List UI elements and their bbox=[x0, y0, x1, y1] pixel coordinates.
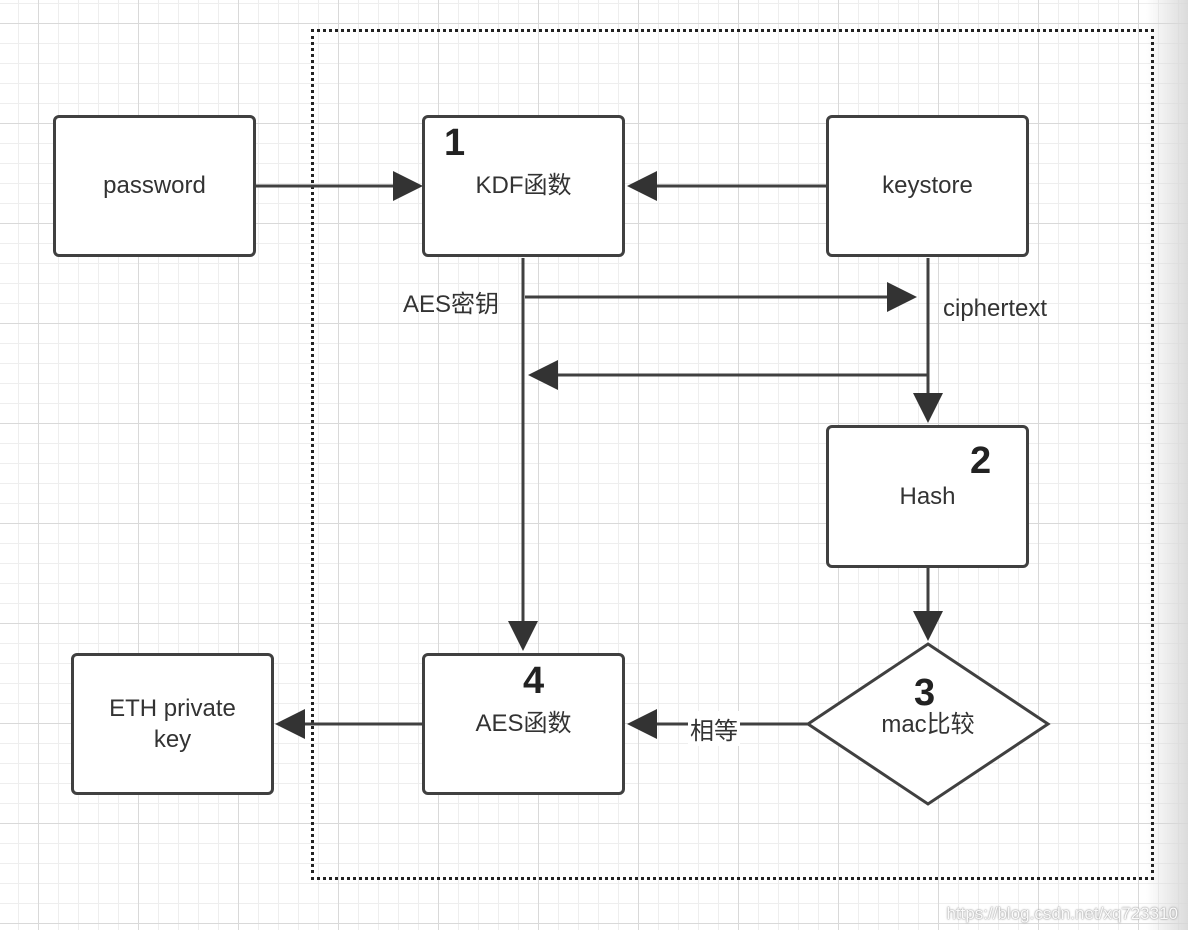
hash-label: Hash bbox=[899, 482, 956, 510]
keystore-label: keystore bbox=[882, 172, 973, 200]
step-number-1: 1 bbox=[444, 122, 466, 164]
step-number-4: 4 bbox=[523, 660, 545, 702]
eth-private-key-node[interactable]: ETH private key bbox=[71, 653, 274, 795]
aes-node[interactable]: AES函数 bbox=[422, 653, 625, 795]
step-number-3: 3 bbox=[914, 672, 936, 714]
watermark: https://blog.csdn.net/xq723310 bbox=[946, 904, 1178, 923]
password-node[interactable]: password bbox=[53, 115, 256, 257]
process-boundary bbox=[311, 29, 1154, 880]
hash-node[interactable]: Hash bbox=[826, 425, 1029, 568]
kdf-label: KDF函数 bbox=[475, 172, 572, 200]
aes-key-edge-label: AES密钥 bbox=[403, 291, 500, 318]
mac-label: mac比较 bbox=[881, 711, 975, 739]
arrow-ciphertext-back bbox=[528, 258, 930, 390]
password-label: password bbox=[103, 172, 206, 200]
eth-private-key-label: ETH private key bbox=[109, 694, 236, 753]
ciphertext-edge-label: ciphertext bbox=[943, 295, 1048, 322]
keystore-node[interactable]: keystore bbox=[826, 115, 1029, 257]
kdf-node[interactable]: KDF函数 bbox=[422, 115, 625, 257]
mac-node[interactable]: mac比较 bbox=[808, 644, 1048, 804]
equal-edge-label: 相等 bbox=[688, 711, 740, 746]
mac-diamond-shape bbox=[805, 642, 1051, 806]
step-number-2: 2 bbox=[970, 440, 992, 482]
aes-label: AES函数 bbox=[475, 710, 572, 738]
